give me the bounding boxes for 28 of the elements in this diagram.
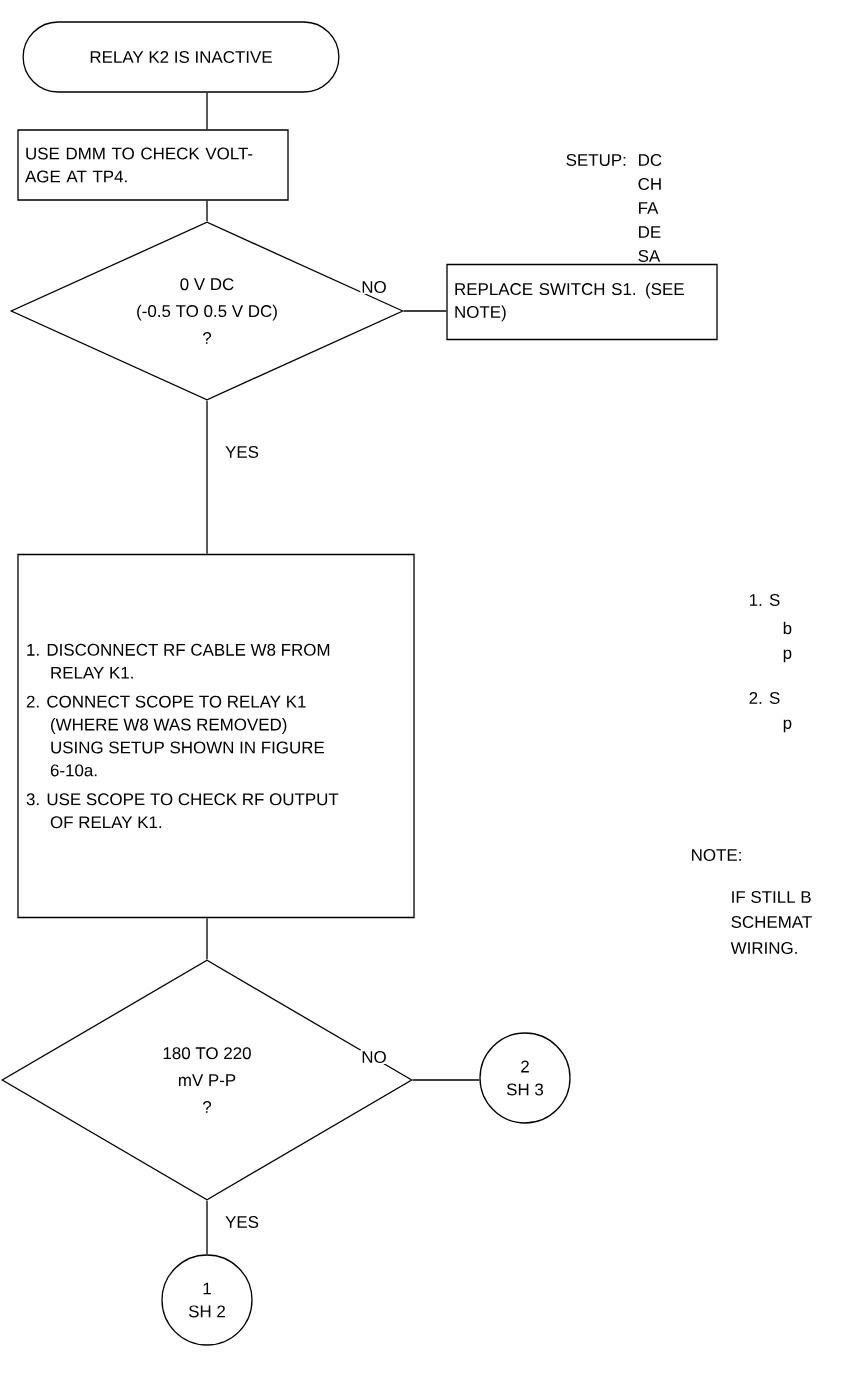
edge-label: YES bbox=[224, 445, 260, 459]
note-text: p bbox=[783, 649, 792, 663]
note-text: p bbox=[783, 719, 792, 733]
note-text: DC bbox=[639, 154, 662, 166]
edge-label: NO bbox=[360, 1050, 388, 1064]
process-box: REPLACE SWITCH S1. (SEE NOTE) bbox=[446, 263, 718, 341]
connector-line bbox=[206, 92, 208, 130]
note-text: IF STILL B bbox=[732, 891, 811, 903]
edge-label: NO bbox=[360, 280, 388, 294]
note-text: CH bbox=[638, 178, 661, 190]
note-text: DE bbox=[639, 226, 661, 238]
connector-line bbox=[206, 917, 208, 960]
edge-label: YES bbox=[224, 1215, 260, 1229]
connector-line bbox=[206, 200, 208, 222]
connector-line bbox=[412, 1079, 480, 1081]
note-text: b bbox=[783, 621, 792, 635]
note-text: SCHEMAT bbox=[731, 916, 812, 928]
note-text: NOTE: bbox=[692, 849, 741, 861]
process-box: USE DMM TO CHECK VOLT- AGE AT TP4. bbox=[17, 129, 289, 201]
note-text: 1. S bbox=[749, 594, 780, 606]
note-text: 2. S bbox=[749, 692, 780, 704]
connector-line bbox=[206, 1200, 208, 1255]
connector-line bbox=[206, 400, 208, 555]
note-text: FA bbox=[639, 202, 659, 214]
connector-line bbox=[403, 310, 447, 312]
note-text: SETUP: bbox=[566, 154, 626, 166]
process-box: 1. DISCONNECT RF CABLE W8 FROM RELAY K1. 2. CONNECT SCOPE TO RELAY K1 (WHERE W8 WAS REMOVED) USING SETUP SHOWN IN FIGURE 6-10a. 3. USE SCOPE TO CHECK RF OUTPUT OF RELAY K1. bbox=[17, 553, 415, 919]
note-text: WIRING. bbox=[730, 942, 797, 954]
